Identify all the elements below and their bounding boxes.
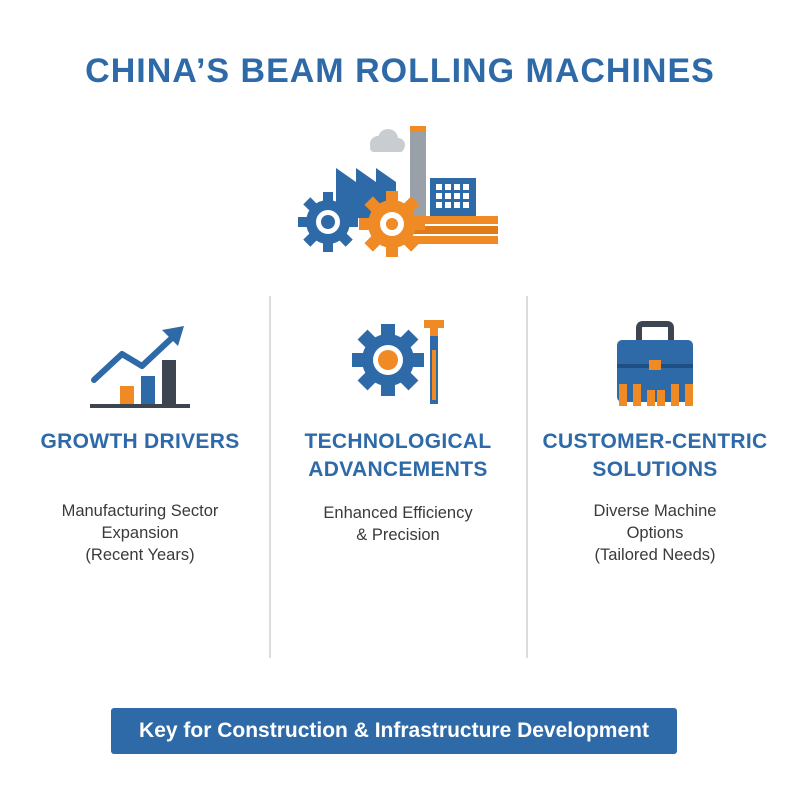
body-line: Options <box>626 524 684 542</box>
growth-drivers-text: Manufacturing Sector Expansion (Recent Y… <box>6 500 274 566</box>
customer-centric-column: CUSTOMER-CENTRIC SOLUTIONS Diverse Machi… <box>521 300 789 600</box>
body-line: (Tailored Needs) <box>594 546 716 564</box>
column-divider <box>526 296 528 658</box>
gear-wrench-icon <box>352 320 444 404</box>
customer-centric-text: Diverse Machine Options (Tailored Needs) <box>521 500 789 566</box>
heading-line: GROWTH DRIVERS <box>40 430 240 453</box>
body-line: (Recent Years) <box>85 546 195 564</box>
page-title: CHINA’S BEAM ROLLING MACHINES <box>85 52 715 90</box>
column-divider <box>269 296 271 658</box>
heading-line: ADVANCEMENTS <box>308 458 488 481</box>
growth-drivers-heading: GROWTH DRIVERS <box>6 428 274 456</box>
heading-line: CUSTOMER-CENTRIC <box>542 430 768 453</box>
body-line: Manufacturing Sector <box>61 502 219 520</box>
heading-line: SOLUTIONS <box>592 458 718 481</box>
factory-gears-icon <box>298 126 498 257</box>
key-banner: Key for Construction & Infrastructure De… <box>111 708 677 754</box>
body-line: Diverse Machine <box>593 502 717 520</box>
growth-drivers-column: GROWTH DRIVERS Manufacturing Sector Expa… <box>6 300 274 600</box>
technological-advancements-column: TECHNOLOGICAL ADVANCEMENTS Enhanced Effi… <box>264 300 532 600</box>
technological-advancements-heading: TECHNOLOGICAL ADVANCEMENTS <box>264 428 532 484</box>
body-line: Expansion <box>101 524 179 542</box>
body-line: Enhanced Efficiency <box>323 504 473 522</box>
customer-centric-heading: CUSTOMER-CENTRIC SOLUTIONS <box>521 428 789 484</box>
heading-line: TECHNOLOGICAL <box>304 430 492 453</box>
growth-chart-icon <box>90 326 190 408</box>
body-line: & Precision <box>356 526 440 544</box>
toolbox-icon <box>617 321 693 406</box>
technological-advancements-text: Enhanced Efficiency & Precision <box>264 502 532 546</box>
